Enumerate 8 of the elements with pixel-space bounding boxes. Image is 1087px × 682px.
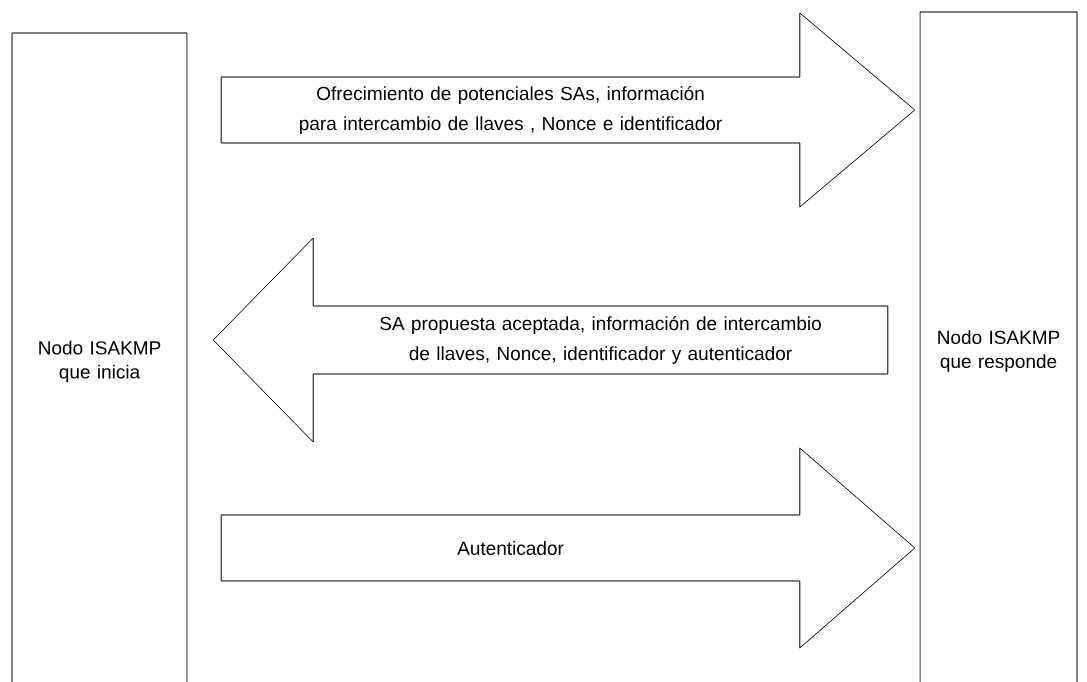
block-arrow xyxy=(220,447,916,649)
block-arrow xyxy=(212,237,889,443)
node-box: Nodo ISAKMP que responde xyxy=(919,11,1078,682)
edge-label: Autenticador xyxy=(457,541,564,555)
node-box: Nodo ISAKMP que inicia xyxy=(11,32,188,682)
edge-label: SA propuesta aceptada, información de intercambio de llaves, Nonce, identificador y autenticador xyxy=(380,316,821,364)
edge-label: Ofrecimiento de potenciales SAs, información para intercambio de llaves , Nonce e identificador xyxy=(300,86,722,134)
block-arrow xyxy=(220,12,916,208)
